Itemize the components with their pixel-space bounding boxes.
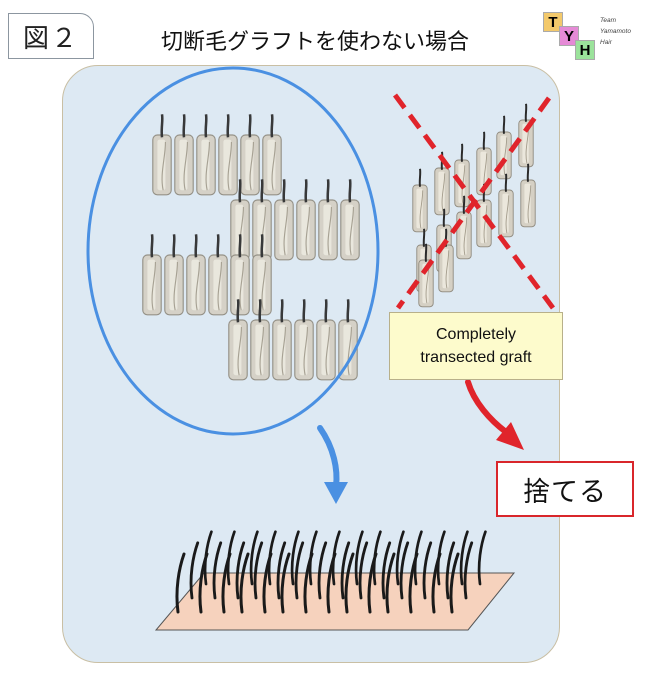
callout-line-1: Completely bbox=[435, 326, 517, 343]
logo-line-yamamoto: Yamamoto bbox=[600, 28, 631, 35]
graft-icon bbox=[239, 113, 261, 197]
selection-ellipse bbox=[86, 66, 380, 436]
figure-label-text: 図２ bbox=[22, 23, 79, 54]
graft-icon bbox=[315, 298, 337, 382]
graft-icon bbox=[337, 298, 359, 382]
callout-line-2: transected graft bbox=[420, 349, 532, 366]
graft-icon bbox=[317, 178, 339, 262]
graft-icon bbox=[339, 178, 361, 262]
graft-icon bbox=[163, 233, 185, 317]
graft-icon bbox=[293, 298, 315, 382]
graft-icon bbox=[517, 102, 535, 168]
logo-letter-t: T bbox=[543, 12, 563, 32]
graft-cluster bbox=[141, 113, 361, 382]
graft-icon bbox=[217, 113, 239, 197]
transected-graft-callout: Completely transected graft bbox=[389, 312, 563, 380]
graft-icon bbox=[185, 233, 207, 317]
discard-label: 捨てる bbox=[496, 461, 634, 517]
graft-icon bbox=[295, 178, 317, 262]
logo-letter-h: H bbox=[575, 40, 595, 60]
logo-letter-y: Y bbox=[559, 26, 579, 46]
graft-icon bbox=[207, 233, 229, 317]
graft-icon bbox=[519, 162, 537, 228]
graft-icon bbox=[497, 172, 515, 238]
graft-icon bbox=[151, 113, 173, 197]
graft-icon bbox=[271, 298, 293, 382]
graft-icon bbox=[173, 113, 195, 197]
figure-label: 図２ bbox=[8, 13, 94, 59]
team-logo: T Y H Team Yamamoto Hair bbox=[543, 12, 643, 64]
logo-text: Team Yamamoto Hair bbox=[600, 15, 631, 48]
logo-line-hair: Hair bbox=[600, 39, 612, 46]
graft-icon bbox=[195, 113, 217, 197]
graft-icon bbox=[261, 113, 283, 197]
page-title: 切断毛グラフトを使わない場合 bbox=[160, 30, 469, 55]
red-arrow bbox=[465, 379, 524, 450]
graft-icon bbox=[141, 233, 163, 317]
logo-line-team: Team bbox=[600, 17, 617, 24]
graft-icon bbox=[411, 167, 429, 233]
blue-arrow bbox=[317, 425, 348, 504]
discard-cross bbox=[392, 93, 556, 310]
